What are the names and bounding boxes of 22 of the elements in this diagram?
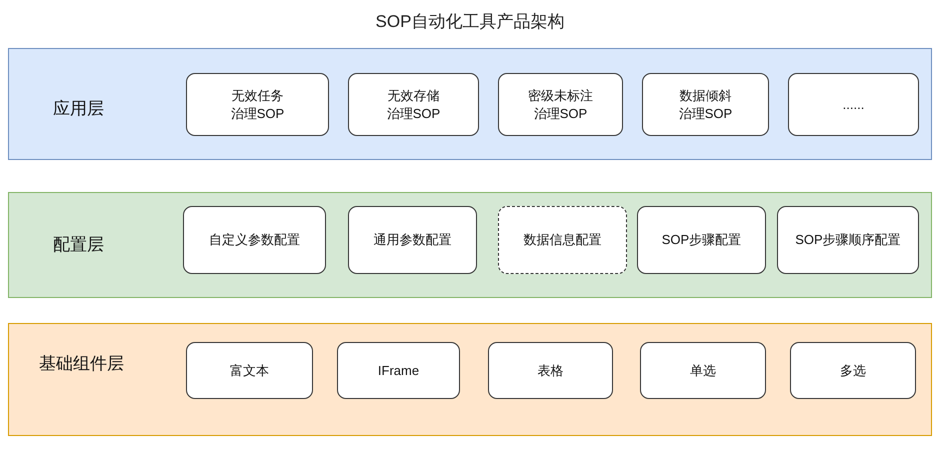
component-box: ...... <box>788 73 919 136</box>
component-box: 数据倾斜治理SOP <box>642 73 769 136</box>
component-box: 密级未标注治理SOP <box>498 73 623 136</box>
component-box: 数据信息配置 <box>498 206 627 274</box>
component-box: SOP步骤顺序配置 <box>777 206 919 274</box>
component-box: 表格 <box>488 342 613 399</box>
layer-band <box>8 323 932 436</box>
layer-heading: 配置层 <box>53 234 104 256</box>
component-box: 无效任务治理SOP <box>186 73 329 136</box>
diagram-title: SOP自动化工具产品架构 <box>374 11 566 33</box>
component-box: 通用参数配置 <box>348 206 477 274</box>
layer-heading: 基础组件层 <box>39 353 124 375</box>
component-box: IFrame <box>337 342 460 399</box>
layer-band <box>8 48 932 160</box>
component-box: 无效存储治理SOP <box>348 73 479 136</box>
component-box: 多选 <box>790 342 916 399</box>
component-box: SOP步骤配置 <box>637 206 766 274</box>
component-box: 自定义参数配置 <box>183 206 326 274</box>
component-box: 单选 <box>640 342 766 399</box>
layer-heading: 应用层 <box>53 98 104 120</box>
layer-band <box>8 192 932 298</box>
component-box: 富文本 <box>186 342 313 399</box>
